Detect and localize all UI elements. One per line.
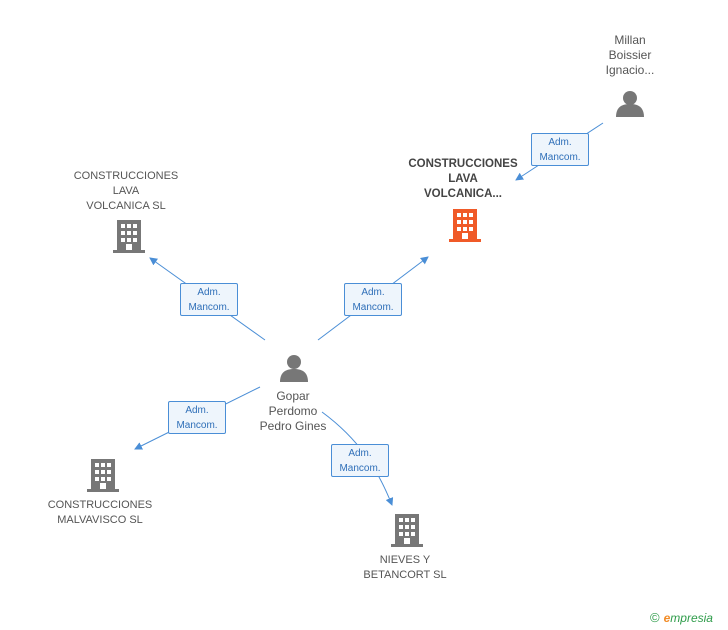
empresia-logo: ©empresia	[650, 610, 713, 625]
node-label-malvavisco[interactable]: CONSTRUCCIONES MALVAVISCO SL	[47, 499, 153, 526]
building-icon[interactable]	[113, 220, 145, 253]
role-box-millan-to-focus[interactable]: Adm. Mancom.	[531, 133, 589, 166]
role-box-gopar-to-focus[interactable]: Adm. Mancom.	[344, 283, 402, 316]
person-icon[interactable]	[280, 355, 308, 382]
role-box-gopar-to-lava-sl[interactable]: Adm. Mancom.	[180, 283, 238, 316]
brand-first-letter: e	[663, 611, 671, 625]
node-label-gopar[interactable]: Gopar Perdomo Pedro Gines	[259, 389, 327, 433]
building-icon[interactable]	[87, 459, 119, 492]
role-box-gopar-to-malvavisco[interactable]: Adm. Mancom.	[168, 401, 226, 434]
role-box-gopar-to-nieves[interactable]: Adm. Mancom.	[331, 444, 389, 477]
building-icon[interactable]	[391, 514, 423, 547]
node-label-lava-volcanica-focus[interactable]: CONSTRUCCIONES LAVA VOLCANICA...	[408, 158, 518, 200]
person-icon[interactable]	[616, 91, 644, 117]
brand-rest: mpresia	[670, 611, 713, 625]
node-label-millan[interactable]: Millan Boissier Ignacio...	[605, 33, 655, 77]
node-label-nieves[interactable]: NIEVES Y BETANCORT SL	[363, 554, 447, 581]
copyright-icon: ©	[650, 610, 660, 625]
node-label-lava-volcanica-sl[interactable]: CONSTRUCCIONES LAVA VOLCANICA SL	[73, 170, 179, 212]
building-icon[interactable]	[449, 209, 481, 242]
